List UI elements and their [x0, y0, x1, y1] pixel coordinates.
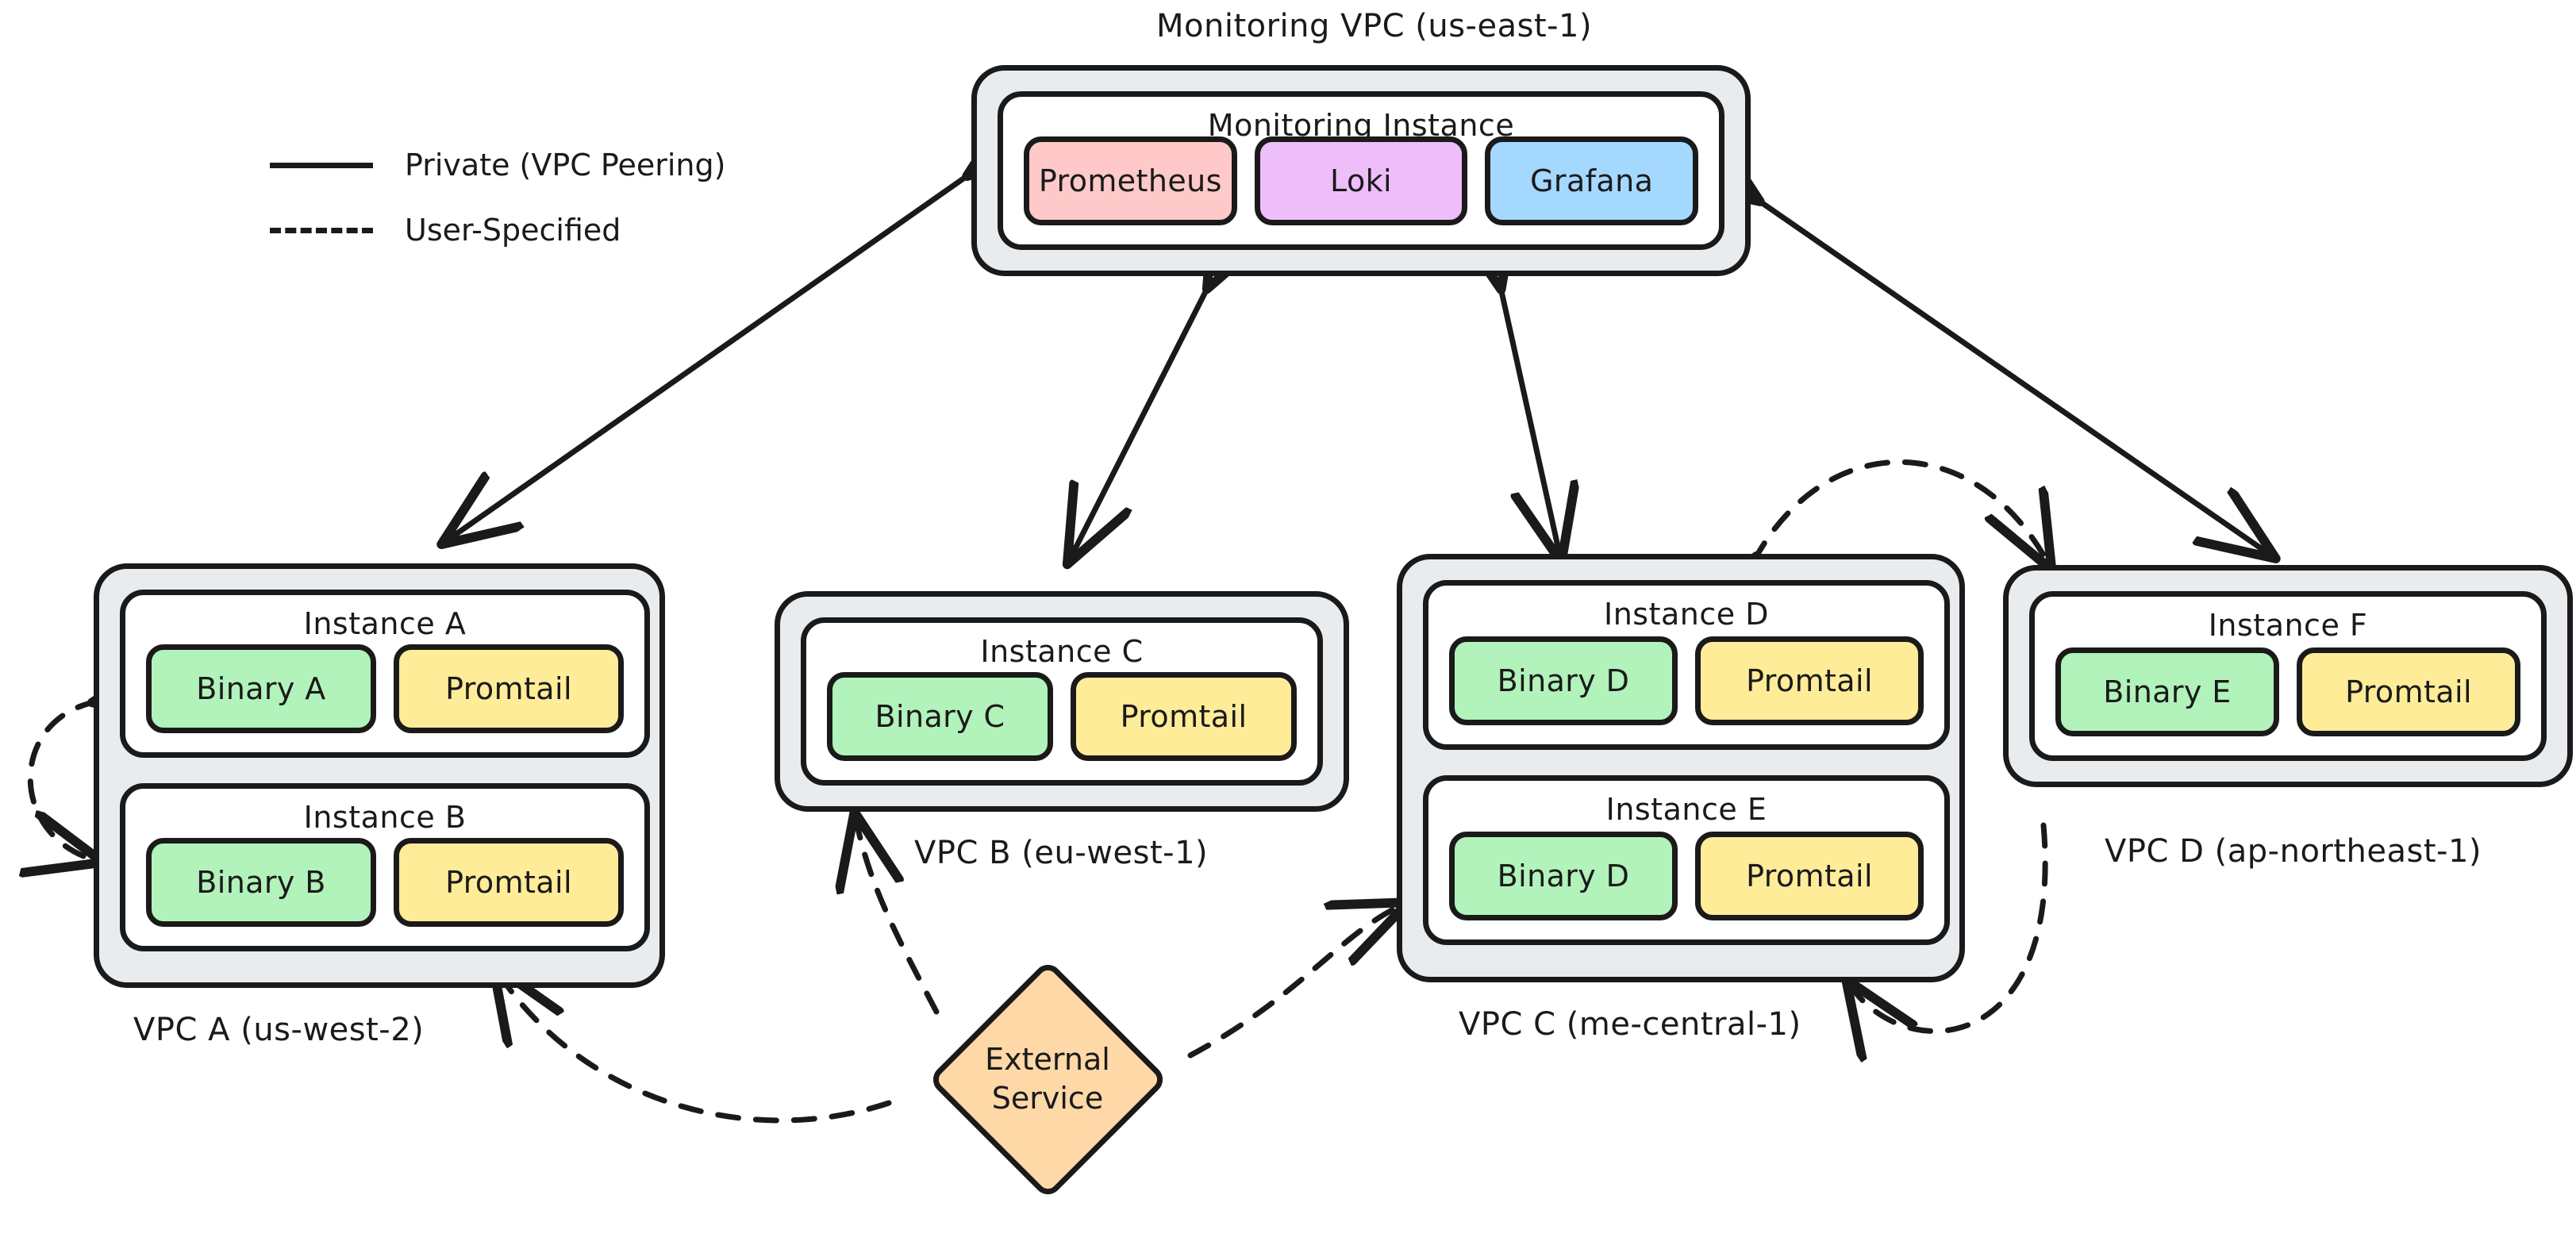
service-binary-b[interactable]: Binary B: [146, 838, 376, 927]
service-promtail-b[interactable]: Promtail: [394, 838, 624, 927]
service-promtail-f[interactable]: Promtail: [2297, 647, 2520, 736]
instance-d-title: Instance D: [1604, 597, 1769, 632]
instance-b-title: Instance B: [303, 800, 467, 835]
vpc-b-label: VPC B (eu-west-1): [914, 835, 1209, 871]
instance-f-title: Instance F: [2208, 608, 2368, 643]
edge-monitoring-vpc-d: [1755, 198, 2271, 555]
edge-external-vpc-a: [496, 970, 892, 1124]
instance-c-service-row: Binary C Promtail: [827, 672, 1297, 761]
service-promtail-c[interactable]: Promtail: [1071, 672, 1297, 761]
instance-f[interactable]: Instance F Binary E Promtail: [2029, 591, 2547, 761]
service-promtail-a[interactable]: Promtail: [394, 644, 624, 733]
monitoring-vpc-container[interactable]: Monitoring Instance Prometheus Loki Graf…: [971, 65, 1751, 276]
instance-b[interactable]: Instance B Binary B Promtail: [120, 783, 650, 951]
vpc-a-label: VPC A (us-west-2): [133, 1012, 425, 1048]
dashed-line-icon: [270, 227, 373, 233]
vpc-d-label: VPC D (ap-northeast-1): [2105, 833, 2482, 870]
instance-c[interactable]: Instance C Binary C Promtail: [801, 617, 1323, 786]
vpc-b-container[interactable]: Instance C Binary C Promtail: [775, 591, 1349, 812]
instance-a[interactable]: Instance A Binary A Promtail: [120, 590, 650, 758]
service-promtail-e[interactable]: Promtail: [1695, 832, 1924, 920]
instance-e[interactable]: Instance E Binary D Promtail: [1423, 775, 1950, 945]
service-loki[interactable]: Loki: [1254, 136, 1468, 225]
instance-d-service-row: Binary D Promtail: [1449, 636, 1924, 725]
service-binary-e[interactable]: Binary D: [1449, 832, 1678, 920]
monitoring-vpc-label: Monitoring VPC (us-east-1): [1156, 8, 1593, 44]
service-prometheus[interactable]: Prometheus: [1024, 136, 1237, 225]
legend-label-private: Private (VPC Peering): [405, 148, 726, 183]
instance-f-service-row: Binary E Promtail: [2055, 647, 2520, 736]
vpc-c-container[interactable]: Instance D Binary D Promtail Instance E …: [1397, 554, 1965, 982]
service-promtail-d[interactable]: Promtail: [1695, 636, 1924, 725]
vpc-c-label: VPC C (me-central-1): [1459, 1006, 1801, 1043]
service-binary-a[interactable]: Binary A: [146, 644, 376, 733]
instance-a-service-row: Binary A Promtail: [146, 644, 624, 733]
legend-label-user-specified: User-Specified: [405, 213, 621, 248]
edge-monitoring-vpc-b: [1070, 284, 1209, 559]
monitoring-service-row: Prometheus Loki Grafana: [1024, 136, 1699, 225]
external-service-line2: Service: [991, 1081, 1104, 1116]
edge-vpc-a-self: [30, 701, 98, 861]
legend-item-user-specified: User-Specified: [270, 208, 725, 252]
edge-external-vpc-c: [1187, 905, 1403, 1059]
instance-e-service-row: Binary D Promtail: [1449, 832, 1924, 920]
vpc-d-container[interactable]: Instance F Binary E Promtail: [2003, 565, 2573, 787]
vpc-a-container[interactable]: Instance A Binary A Promtail Instance B …: [94, 563, 665, 988]
service-binary-f[interactable]: Binary E: [2055, 647, 2279, 736]
legend-item-private: Private (VPC Peering): [270, 143, 725, 187]
legend: Private (VPC Peering) User-Specified: [270, 143, 725, 273]
monitoring-instance[interactable]: Monitoring Instance Prometheus Loki Graf…: [998, 91, 1724, 250]
edge-vpc-c-vpc-d-top: [1754, 459, 2049, 565]
instance-a-title: Instance A: [303, 606, 467, 641]
service-binary-c[interactable]: Binary C: [827, 672, 1053, 761]
instance-d[interactable]: Instance D Binary D Promtail: [1423, 580, 1950, 750]
instance-e-title: Instance E: [1605, 792, 1767, 827]
solid-line-icon: [270, 162, 373, 168]
external-service-line1: External: [985, 1041, 1110, 1077]
service-binary-d[interactable]: Binary D: [1449, 636, 1678, 725]
edge-monitoring-vpc-c: [1500, 284, 1560, 557]
instance-c-title: Instance C: [980, 634, 1144, 669]
external-service-label: External Service: [889, 984, 1206, 1174]
instance-b-service-row: Binary B Promtail: [146, 838, 624, 927]
service-grafana[interactable]: Grafana: [1485, 136, 1699, 225]
